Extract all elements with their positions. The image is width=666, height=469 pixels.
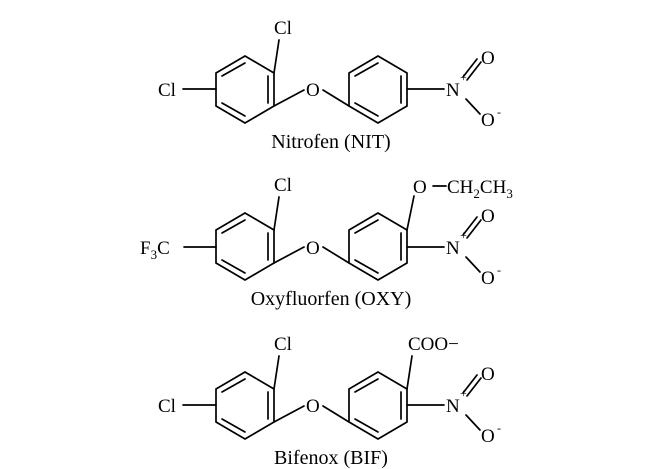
left-benzene-ring	[215, 55, 275, 124]
carbon-symbol: C	[157, 238, 170, 259]
fluorine-symbol: F	[140, 238, 151, 259]
nitro-oxygen-single: O	[481, 268, 495, 289]
molecule-name: Bifenox (BIF)	[274, 447, 388, 469]
molecule-nitrofen: Cl Cl O N + O O - Nitrofen (NIT)	[158, 18, 501, 153]
methylene-c: CH	[447, 177, 474, 198]
ester-group: COO−	[408, 334, 459, 355]
nitrogen-charge: +	[460, 386, 467, 400]
substituent-bonds	[182, 355, 482, 431]
oxygen-charge: -	[497, 421, 501, 435]
chlorine-atom-ortho: Cl	[274, 334, 292, 355]
molecule-name: Nitrofen (NIT)	[271, 131, 390, 153]
molecule-bifenox: Cl Cl O COO− N + O O - Bifenox (BIF)	[158, 334, 501, 469]
methyl-group: CH	[480, 177, 507, 198]
chlorine-atom-ortho: Cl	[274, 175, 292, 196]
nitrogen-charge: +	[460, 70, 467, 84]
trifluoromethyl-group: F3C	[140, 238, 170, 262]
right-benzene-ring	[348, 55, 408, 124]
ether-oxygen: O	[306, 80, 320, 101]
nitro-nitrogen: N	[446, 396, 460, 417]
chlorine-atom-ortho: Cl	[274, 18, 292, 39]
nitro-oxygen-double: O	[481, 364, 495, 385]
nitrogen-charge: +	[460, 228, 467, 242]
chlorine-atom-para: Cl	[158, 80, 176, 101]
nitro-nitrogen: N	[446, 80, 460, 101]
left-benzene-ring	[215, 371, 275, 440]
substituent-bonds	[183, 185, 482, 273]
nitro-nitrogen: N	[446, 238, 460, 259]
methylene-count: 2	[473, 186, 480, 201]
left-benzene-ring	[215, 212, 275, 281]
molecule-name: Oxyfluorfen (OXY)	[251, 288, 412, 310]
nitro-oxygen-double: O	[481, 48, 495, 69]
nitro-oxygen-single: O	[481, 110, 495, 131]
fluorine-count: 3	[151, 247, 158, 262]
right-benzene-ring	[348, 212, 408, 281]
ether-oxygen: O	[306, 238, 320, 259]
ether-oxygen: O	[306, 396, 320, 417]
nitro-oxygen-double: O	[481, 206, 495, 227]
substituent-bonds	[182, 39, 482, 115]
oxygen-charge: -	[497, 105, 501, 119]
right-benzene-ring	[348, 371, 408, 440]
methyl-count: 3	[506, 186, 513, 201]
oxygen-charge: -	[497, 263, 501, 277]
chlorine-atom-para: Cl	[158, 396, 176, 417]
ethoxy-oxygen: O	[413, 177, 427, 198]
nitro-oxygen-single: O	[481, 426, 495, 447]
